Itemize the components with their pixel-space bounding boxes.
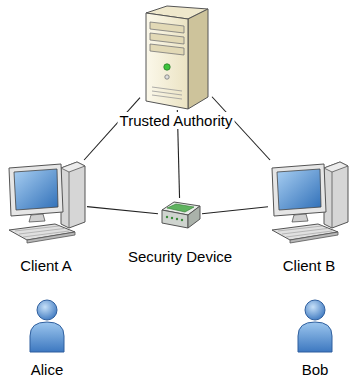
network-link (202, 207, 268, 214)
computer-node: Client A (5, 160, 87, 245)
caption-block: Security Device (126, 248, 234, 265)
server-node: Trusted Authority (140, 5, 212, 110)
caption-block: Bob (300, 361, 331, 378)
node-icon (140, 5, 212, 110)
device-node: Security Device (158, 198, 202, 234)
caption-block: Trusted Authority (118, 112, 235, 129)
node-icon (295, 298, 335, 353)
node-icon (158, 198, 202, 234)
node-label: Bob (300, 361, 331, 378)
caption-block: Alice (29, 361, 66, 378)
node-label: Trusted Authority (118, 112, 235, 129)
person-node: Bob (295, 298, 335, 353)
caption-block: Client A (18, 257, 74, 274)
node-label: Client B (281, 257, 338, 274)
node-icon (27, 298, 67, 353)
person-node: Alice (27, 298, 67, 353)
caption-block: Client B (281, 257, 338, 274)
node-label: Security Device (126, 248, 234, 265)
node-icon (268, 160, 350, 245)
node-label: Alice (29, 361, 66, 378)
computer-node: Client B (268, 160, 350, 245)
node-icon (5, 160, 87, 245)
node-label: Client A (18, 257, 74, 274)
network-link (87, 207, 158, 214)
